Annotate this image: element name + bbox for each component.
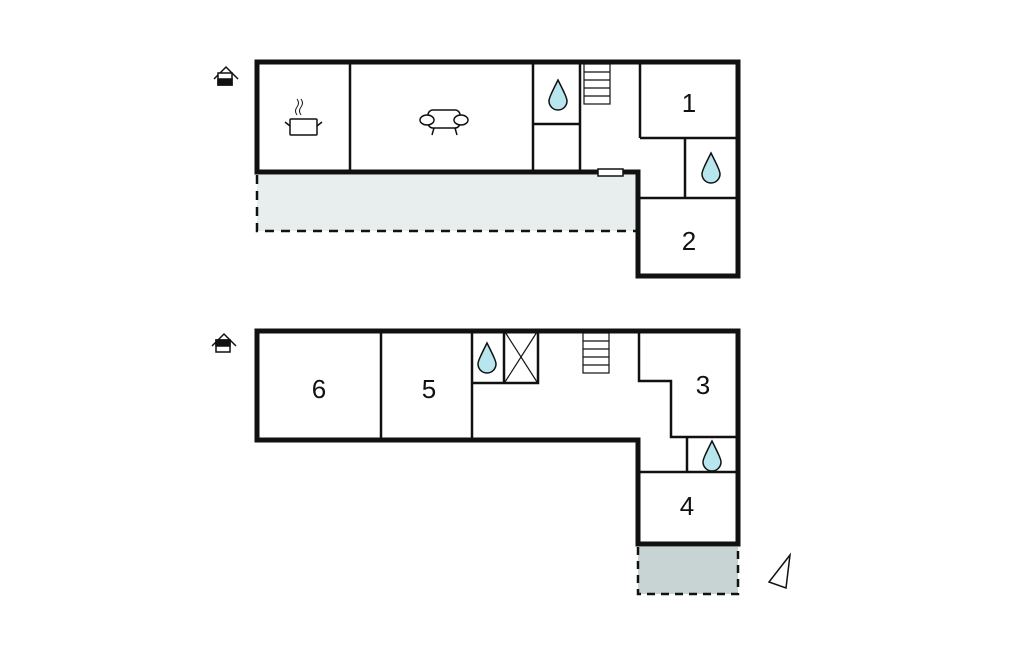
lower-floor: 6 5 3 4 <box>211 328 792 596</box>
water-drop-icon <box>702 439 722 472</box>
upper-floor: 1 2 <box>213 59 741 279</box>
terrace <box>257 175 638 231</box>
north-arrow-icon <box>767 552 792 590</box>
room-number-4: 4 <box>680 491 694 521</box>
room-number-2: 2 <box>682 226 696 256</box>
house-entrance-icon <box>213 65 239 86</box>
room-number-6: 6 <box>312 374 326 404</box>
balcony <box>638 547 738 594</box>
terrace-dashed-outline <box>255 175 638 233</box>
window <box>597 168 624 177</box>
sofa-icon <box>419 109 469 136</box>
room-number-5: 5 <box>422 374 436 404</box>
room-number-1: 1 <box>682 88 696 118</box>
house-entrance-icon <box>211 332 237 353</box>
stairs-icon <box>583 63 611 105</box>
lower-outer-wall <box>254 328 741 547</box>
stairs-icon <box>582 332 610 374</box>
shaft-cross-icon <box>504 331 538 383</box>
room-number-3: 3 <box>696 370 710 400</box>
wall <box>637 331 738 439</box>
upper-outer-wall <box>254 59 741 279</box>
wall <box>472 331 540 385</box>
water-drop-icon <box>701 151 721 184</box>
cooking-pot-icon <box>284 98 323 136</box>
water-drop-icon <box>477 341 497 374</box>
water-drop-icon <box>548 78 568 111</box>
balcony-dashed-outline <box>636 547 740 596</box>
